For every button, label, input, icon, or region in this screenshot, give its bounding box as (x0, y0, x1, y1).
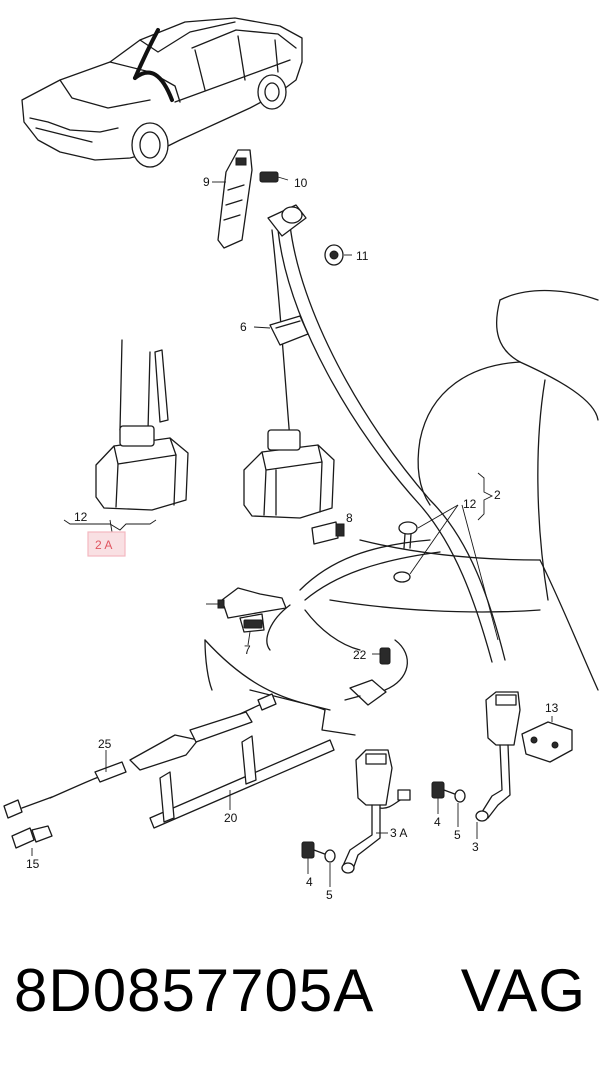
callout-5-right: 5 (454, 828, 461, 842)
part-5-washer-right (454, 789, 466, 803)
callout-2: 2 (494, 488, 501, 502)
part-8-bolt (311, 521, 345, 545)
callout-7: 7 (244, 643, 251, 657)
part-6-belt-guide (253, 315, 309, 346)
part-9-height-adjuster (217, 149, 253, 249)
callout-8: 8 (346, 511, 353, 525)
part-3a-buckle (341, 749, 411, 874)
part-22-screw-cable (321, 639, 408, 736)
seat-belt-exploded-diagram: 9 10 11 6 8 12 2 A 12 2 7 22 13 25 20 4 … (3, 17, 599, 902)
part-11-nut (324, 244, 352, 266)
part-number-text: 8D0857705A (14, 957, 375, 1024)
callout-4-left: 4 (306, 875, 313, 889)
callout-2a: 2 A (95, 538, 112, 552)
callout-20: 20 (224, 811, 238, 825)
part-5-washer-left (324, 849, 336, 863)
callout-12-left: 12 (74, 510, 88, 524)
callout-9: 9 (203, 175, 210, 189)
part-20-cross-bar (149, 735, 335, 829)
callout-3: 3 (472, 840, 479, 854)
seat-outline (204, 289, 599, 711)
callout-22: 22 (353, 648, 367, 662)
part-15-plug (11, 825, 53, 856)
footer-caption: 8D0857705A VAG (0, 955, 600, 1035)
part-7-anchor-fitting (206, 587, 287, 646)
retractor-left-2a (63, 339, 189, 533)
part-25-cable-assembly (3, 693, 277, 819)
part-13-connector (521, 716, 573, 763)
callout-11: 11 (356, 249, 369, 263)
retractor-right (243, 429, 335, 519)
callout-13: 13 (545, 701, 559, 715)
part-10-bolt (259, 171, 289, 183)
callout-12-right: 12 (463, 497, 477, 511)
highlight-box-2a (87, 531, 126, 557)
callout-6: 6 (240, 320, 247, 334)
callout-15: 15 (26, 857, 40, 871)
callout-25: 25 (98, 737, 112, 751)
car-illustration (21, 17, 303, 168)
belt-webbing (266, 204, 506, 663)
callout-4-right: 4 (434, 815, 441, 829)
callout-5-left: 5 (326, 888, 333, 902)
brand-text: VAG (460, 957, 586, 1024)
callout-10: 10 (294, 176, 308, 190)
part-12-pushpin (393, 472, 499, 641)
part-3-buckle (475, 691, 521, 822)
callout-3a: 3 A (390, 826, 407, 840)
